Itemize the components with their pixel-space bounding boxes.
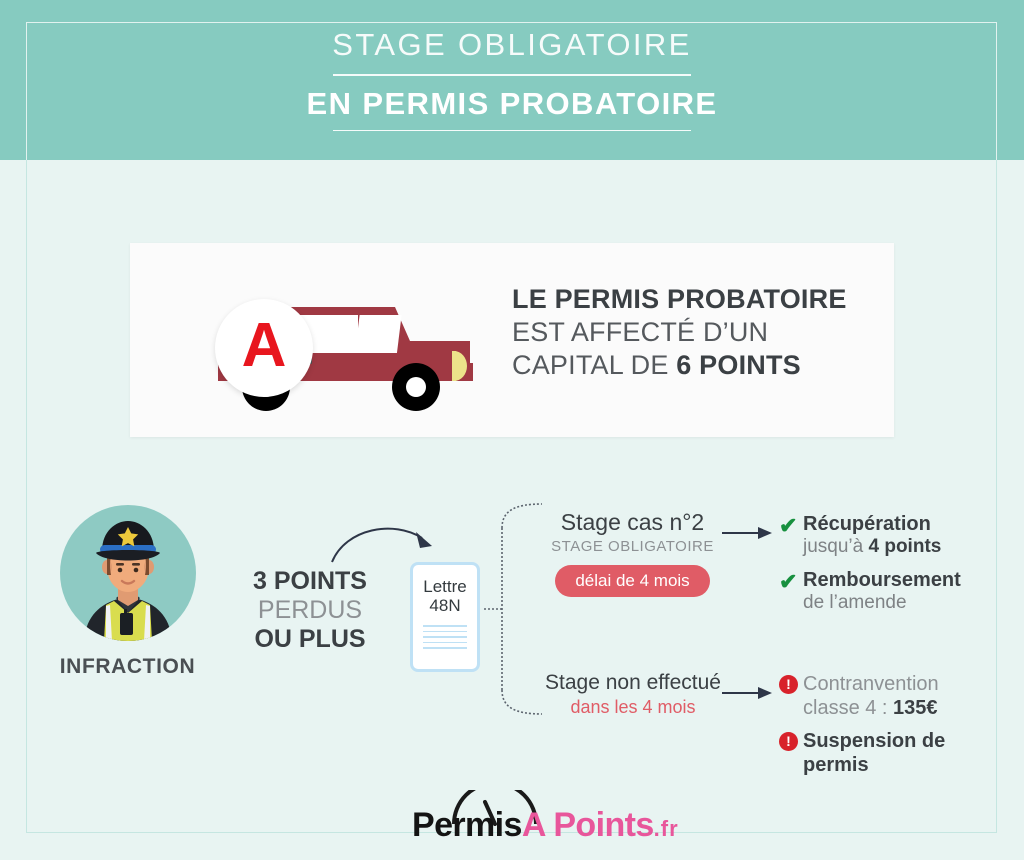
card-line-3: CAPITAL DE 6 POINTS (512, 349, 847, 382)
logo-part-apoints: A Points (521, 806, 654, 844)
branch-top-title: Stage cas n°2 (560, 509, 705, 535)
infraction-label: INFRACTION (59, 655, 196, 678)
branch-bottom-title: Stage non effectué (545, 671, 721, 694)
logo-part-fr: .fr (653, 816, 679, 841)
alert-icon: ! (779, 729, 803, 751)
letter-line-2: 48N (429, 596, 461, 616)
result-detail-bold: 135€ (893, 697, 938, 719)
probation-badge-a: A (215, 299, 313, 397)
header-band (0, 0, 1024, 160)
delay-badge: délai de 4 mois (555, 565, 710, 598)
negative-results-list: ! Contranvention classe 4 : 135€ ! Suspe… (779, 672, 994, 786)
points-line-1: 3 POINTS (253, 567, 367, 595)
result-detail-bold: 4 points (868, 536, 942, 557)
points-lost-block: 3 POINTS PERDUS OU PLUS (222, 567, 398, 654)
card-text-block: LE PERMIS PROBATOIRE EST AFFECTÉ D’UN CA… (512, 283, 847, 382)
list-item: ✔ Récupération jusqu’à 4 points (779, 512, 994, 559)
result-detail: jusqu’à 4 points (803, 536, 941, 559)
result-text: Remboursement de l’amende (803, 568, 961, 615)
logo-part-permis: Permis (412, 806, 522, 844)
result-title: Contranvention (803, 673, 939, 695)
header-content: STAGE OBLIGATOIRE EN PERMIS PROBATOIRE (0, 0, 1024, 160)
title-divider-top (333, 74, 691, 76)
result-detail: classe 4 : 135€ (803, 696, 939, 720)
capital-points-card: A LE PERMIS PROBATOIRE EST AFFECTÉ D’UN … (130, 243, 894, 437)
logo-wordmark: PermisA Points.fr (412, 808, 679, 842)
car-illustration: A (170, 263, 510, 423)
branch-bottom-subtitle: dans les 4 mois (570, 697, 696, 718)
list-item: ! Suspension de permis (779, 729, 994, 777)
result-detail: de l’amende (803, 592, 961, 615)
check-icon: ✔ (779, 568, 798, 594)
result-detail-prefix: jusqu’à (803, 536, 869, 557)
list-item: ✔ Remboursement de l’amende (779, 568, 994, 615)
positive-results-list: ✔ Récupération jusqu’à 4 points ✔ Rembou… (779, 512, 994, 624)
page-title-bottom: EN PERMIS PROBATOIRE (306, 85, 718, 121)
page-title-top: STAGE OBLIGATOIRE (332, 27, 692, 62)
result-title: Remboursement (803, 568, 961, 591)
result-text: Récupération jusqu’à 4 points (803, 512, 941, 559)
result-detail-prefix: classe 4 : (803, 697, 894, 719)
letter-line-1: Lettre (423, 577, 467, 596)
speedometer-arc-icon (452, 790, 538, 826)
police-officer-icon (59, 505, 196, 641)
police-officer-avatar (83, 521, 172, 641)
result-title: Suspension de (803, 730, 946, 752)
card-headline: LE PERMIS PROBATOIRE (512, 284, 847, 314)
letter-text-lines (423, 625, 467, 649)
alert-icon: ! (779, 672, 803, 694)
points-line-2: PERDUS (257, 596, 363, 624)
branch-top-subtitle: STAGE OBLIGATOIRE (551, 538, 714, 556)
branch-connector (484, 503, 543, 715)
badge-letter: A (241, 311, 287, 380)
infraction-block: INFRACTION (55, 505, 200, 679)
letter-48n-document: Lettre 48N (410, 562, 480, 672)
curved-arrow-icon (331, 527, 432, 563)
title-divider-bottom (333, 129, 691, 131)
list-item: ! Contranvention classe 4 : 135€ (779, 672, 994, 720)
check-icon: ✔ (779, 513, 798, 538)
result-title: Récupération (803, 513, 931, 535)
result-text: Contranvention classe 4 : 135€ (803, 672, 939, 720)
arrow-right-bottom-icon (722, 687, 772, 699)
result-text: Suspension de permis (803, 729, 945, 777)
card-line-3-prefix: CAPITAL DE (512, 349, 677, 380)
points-line-3: OU PLUS (254, 625, 366, 653)
branch-bottom-block: Stage non effectué dans les 4 mois (528, 671, 738, 718)
site-logo[interactable]: PermisA Points.fr (412, 790, 678, 842)
result-detail: permis (803, 754, 869, 776)
card-line-2: EST AFFECTÉ D’UN (512, 316, 769, 347)
arrow-right-top-icon (722, 527, 772, 539)
card-line-3-bold: 6 POINTS (676, 349, 801, 380)
result-detail-prefix: de l’amende (803, 591, 907, 613)
branch-top-block: Stage cas n°2 STAGE OBLIGATOIRE délai de… (530, 509, 735, 598)
